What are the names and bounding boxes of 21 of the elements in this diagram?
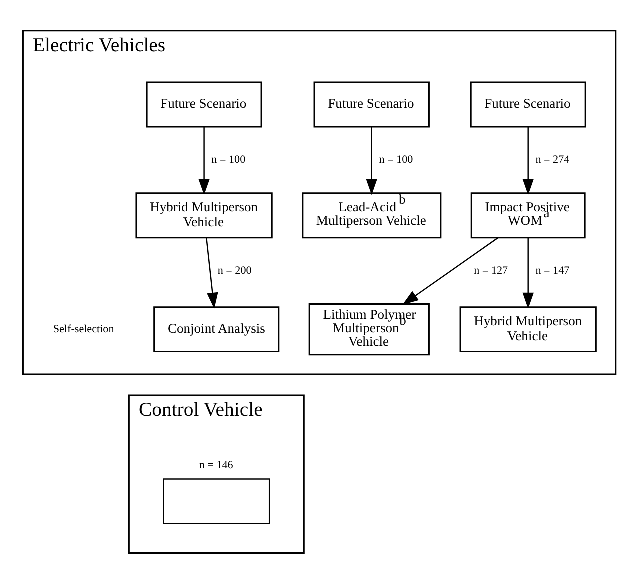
arrow	[402, 237, 499, 306]
edge-label: n = 147	[536, 264, 570, 277]
arrow	[198, 127, 210, 196]
node-box: Future Scenario	[146, 82, 262, 128]
edge-label: n = 100	[379, 154, 414, 166]
node-box: Hybrid Multiperson Vehicle	[136, 192, 273, 239]
arrow	[522, 127, 534, 196]
node-box	[163, 478, 270, 524]
arrow	[206, 238, 218, 309]
edge-label: n = 274	[536, 154, 570, 166]
edge-label: n = 127	[474, 264, 508, 277]
arrow	[522, 238, 534, 309]
arrow	[366, 127, 378, 196]
node-box: Future Scenario	[314, 82, 430, 128]
node-box: Hybrid Multiperson Vehicle	[460, 306, 597, 353]
node-box: Future Scenario	[470, 82, 586, 128]
node-box: Conjoint Analysis	[154, 306, 280, 353]
edge-label: n = 200	[218, 264, 252, 277]
node-label: n = 146	[199, 459, 234, 472]
edge-label: n = 100	[212, 154, 246, 166]
label: Self-selection	[53, 323, 114, 336]
